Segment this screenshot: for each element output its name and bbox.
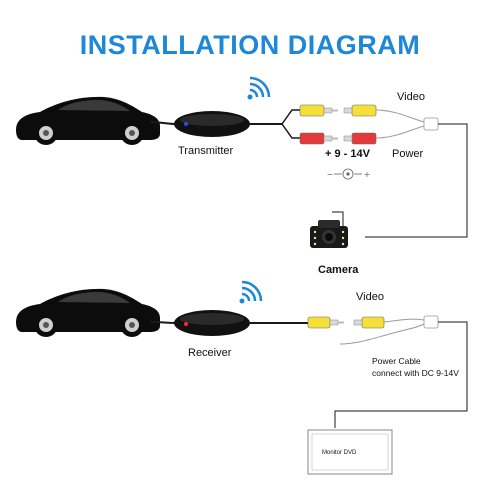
video-label-top: Video (397, 91, 425, 103)
car-icon (16, 288, 160, 337)
power-cable-label-2: connect with DC 9-14V (372, 368, 459, 378)
cable (149, 321, 177, 324)
transmitter-box (174, 111, 250, 137)
monitor-icon (307, 429, 393, 475)
monitor-label: Monitor DVD (322, 450, 357, 456)
car-icon (16, 96, 160, 145)
rca-plug-yellow (299, 104, 377, 117)
backup-camera-icon (310, 220, 348, 248)
voltage-label: + 9 - 14V (325, 148, 371, 160)
cable (149, 121, 177, 125)
wifi-signal-icon (247, 76, 271, 100)
power-label-top: Power (392, 148, 424, 160)
receiver-led (184, 322, 188, 326)
cable-junction (423, 315, 439, 329)
cable-junction (423, 117, 439, 131)
rca-plug-yellow (307, 316, 385, 329)
svg-text:+: + (364, 170, 371, 179)
wifi-signal-icon (239, 280, 263, 304)
receiver-box (174, 310, 250, 336)
page-title: INSTALLATION DIAGRAM (79, 30, 421, 60)
receiver-label: Receiver (188, 347, 232, 359)
camera-label: Camera (318, 264, 359, 276)
video-label-bottom: Video (356, 291, 384, 303)
cable (365, 123, 468, 238)
transmitter-led (184, 122, 188, 126)
transmitter-label: Transmitter (178, 145, 234, 157)
dc-plug-red (299, 132, 377, 145)
power-cable-label: Power Cable (372, 356, 421, 366)
cable (334, 321, 468, 428)
svg-text:−: − (327, 170, 334, 179)
dc-polarity-icon: − + (327, 168, 371, 180)
